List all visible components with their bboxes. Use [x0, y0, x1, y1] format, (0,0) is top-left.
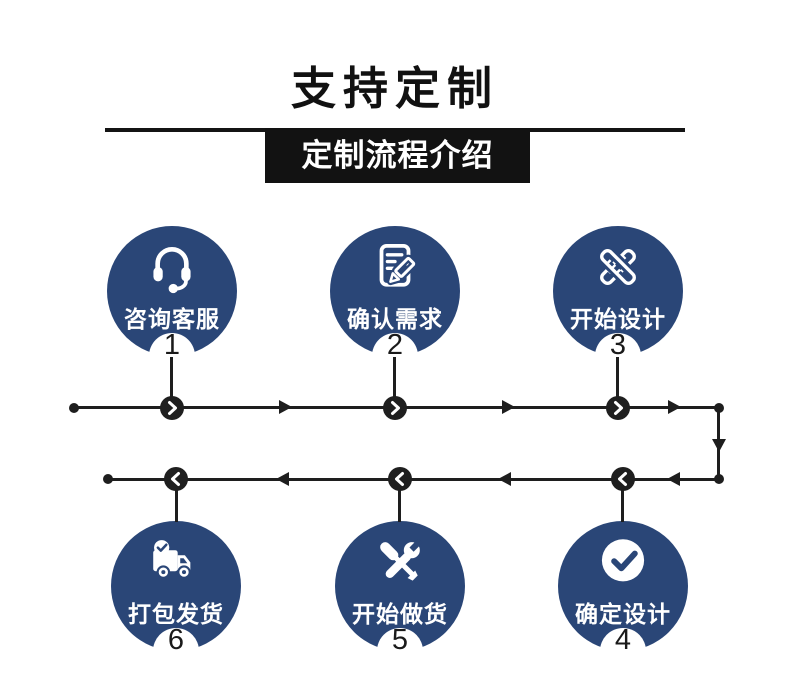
- chevron-left-icon: [618, 472, 627, 486]
- step2-connector: [393, 357, 396, 408]
- chevron-left-node: [388, 467, 412, 491]
- step-label: 打包发货: [128, 601, 224, 627]
- ruler-pencil-icon: [597, 246, 639, 288]
- step-label: 确认需求: [347, 306, 443, 332]
- step1-connector: [170, 357, 173, 408]
- chevron-right-node: [606, 396, 630, 420]
- step5-connector: [398, 480, 401, 522]
- arrow-left-icon: [498, 472, 511, 486]
- corner-dot-bottom: [714, 474, 724, 484]
- section-title: 支持定制: [290, 63, 499, 114]
- step-number: 1: [163, 329, 181, 361]
- arrow-left-icon: [667, 472, 680, 486]
- step3-connector: [616, 357, 619, 408]
- chevron-right-node: [383, 396, 407, 420]
- chevron-left-node: [611, 467, 635, 491]
- step-number: 3: [609, 329, 627, 361]
- corner-dot-top: [714, 403, 724, 413]
- step6-connector: [175, 480, 178, 522]
- step-number: 6: [167, 624, 185, 656]
- step-circle-4: 确定设计 4: [558, 521, 688, 674]
- step-number-notch: [377, 628, 423, 674]
- step-circle-5: 开始做货 5: [335, 521, 465, 674]
- tools-icon: [380, 538, 423, 581]
- chevron-left-node: [164, 467, 188, 491]
- step-number: 5: [391, 624, 409, 656]
- check-circle-icon: [601, 539, 645, 582]
- step-label: 咨询客服: [124, 306, 220, 332]
- document-pencil-icon: [379, 244, 418, 287]
- step-circle-3: 开始设计 3: [553, 226, 683, 379]
- arrow-right-icon: [502, 400, 515, 414]
- line-end-dot: [103, 474, 113, 484]
- chevron-right-icon: [614, 401, 623, 415]
- step-number-notch: [600, 628, 646, 674]
- truck-check-icon: [153, 540, 191, 579]
- step4-connector: [621, 480, 624, 522]
- step-number: 4: [614, 624, 632, 656]
- process-ribbon: 定制流程介绍: [265, 128, 530, 183]
- step-circle-2: 确认需求 2: [330, 226, 460, 379]
- line-start-dot: [69, 403, 79, 413]
- step-label: 开始做货: [352, 601, 448, 627]
- chevron-right-icon: [168, 401, 177, 415]
- step-label: 确定设计: [575, 601, 671, 627]
- step-circle-1: 咨询客服 1: [107, 226, 237, 379]
- chevron-right-node: [160, 396, 184, 420]
- step-label: 开始设计: [570, 306, 666, 332]
- arrow-right-icon: [279, 400, 292, 414]
- arrow-right-icon: [668, 400, 681, 414]
- chevron-left-icon: [395, 472, 404, 486]
- chevron-right-icon: [391, 401, 400, 415]
- flow-line-bottom: [108, 478, 720, 481]
- step-number-notch: [153, 628, 199, 674]
- chevron-left-icon: [171, 472, 180, 486]
- arrow-down-icon: [712, 439, 726, 452]
- arrow-left-icon: [276, 472, 289, 486]
- step-number: 2: [386, 329, 404, 361]
- headset-icon: [153, 246, 191, 294]
- step-circle-6: 打包发货 6: [111, 521, 241, 674]
